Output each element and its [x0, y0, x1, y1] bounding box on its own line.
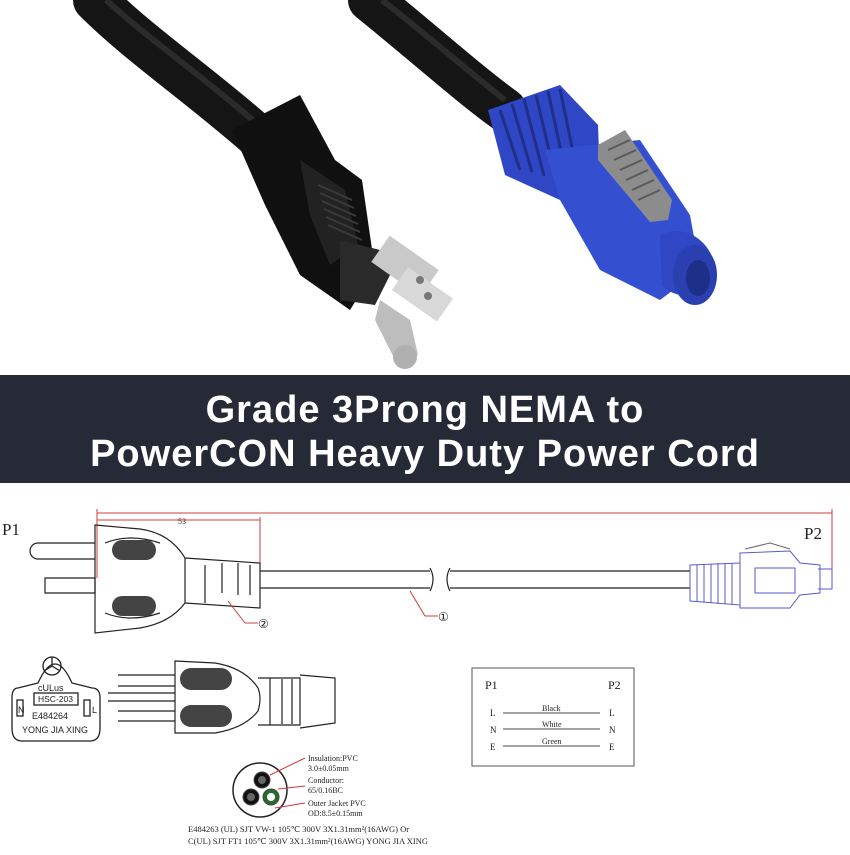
wiring-row-color: Green: [542, 737, 562, 746]
wiring-table: P1 P2 L Black L N White N E Green E: [471, 667, 635, 767]
wiring-row-left: N: [490, 725, 497, 735]
technical-drawing: 53 P1 P2 ② ①: [0, 483, 850, 850]
wiring-header-p2: P2: [608, 678, 621, 692]
wiring-row-right: L: [609, 708, 615, 718]
p2-latch-drawing: [744, 542, 791, 550]
p1-plug-drawing: [29, 524, 690, 634]
wiring-header-p1: P1: [485, 678, 498, 692]
dimension-lines: [96, 509, 833, 578]
front-plug-drawing: [108, 660, 336, 734]
powercon-connector: [488, 85, 717, 305]
spec-insulation-value: 3.0±0.05mm: [308, 764, 350, 773]
spec-conductor-value: 65/0.16BC: [308, 786, 343, 795]
spec-insulation-title: Insulation:PVC: [308, 754, 358, 763]
dimension-53-label: 53: [178, 517, 186, 526]
p2-powercon-drawing: [689, 550, 833, 609]
wiring-row-right: N: [609, 725, 616, 735]
nema-plug: [232, 95, 453, 369]
spec-jacket-value: OD:8.5±0.15mm: [308, 809, 363, 818]
wiring-row-left: E: [490, 742, 496, 752]
cable-cross-section: [232, 762, 288, 818]
cert-file-no: E484264: [32, 711, 68, 721]
banner-title-line-1: Grade 3Prong NEMA to: [205, 389, 645, 431]
footer-spec-line-2: C(UL) SJT FT1 105℃ 300V 3X1.31mm²(16AWG)…: [188, 836, 428, 846]
cert-pin-n: N: [18, 705, 25, 715]
title-banner: Grade 3Prong NEMA to PowerCON Heavy Duty…: [0, 375, 850, 483]
wiring-row-left: L: [490, 708, 496, 718]
drawing-canvas: 53 P1 P2 ② ①: [2, 509, 833, 846]
footer-spec-line-1: E484263 (UL) SJT VW-1 105℃ 300V 3X1.31mm…: [188, 824, 409, 834]
front-grip-pads: [180, 668, 232, 727]
spec-conductor-title: Conductor:: [308, 776, 344, 785]
p1-grip-pads: [112, 540, 156, 616]
p1-label: P1: [2, 520, 20, 539]
spec-jacket-title: Outer Jacket PVC: [308, 799, 366, 808]
cert-mark-outline: [11, 656, 101, 742]
wiring-row-right: E: [609, 742, 615, 752]
p2-label: P2: [804, 524, 822, 543]
spec-leader-lines: [269, 757, 306, 809]
callouts: [227, 590, 438, 624]
cert-model: HSC-203: [38, 694, 73, 704]
power-cord-photo: [73, 0, 717, 369]
cert-pin-l: L: [92, 705, 97, 715]
banner-title-line-2: PowerCON Heavy Duty Power Cord: [90, 433, 760, 475]
wiring-row-color: White: [542, 720, 562, 729]
callout-1-label: ①: [438, 610, 449, 624]
cert-brand-mark: cULus: [38, 683, 64, 693]
product-photo: [0, 0, 850, 375]
callout-2-label: ②: [258, 617, 269, 631]
wiring-row-color: Black: [542, 704, 561, 713]
cert-maker: YONG JIA XING: [22, 725, 88, 735]
